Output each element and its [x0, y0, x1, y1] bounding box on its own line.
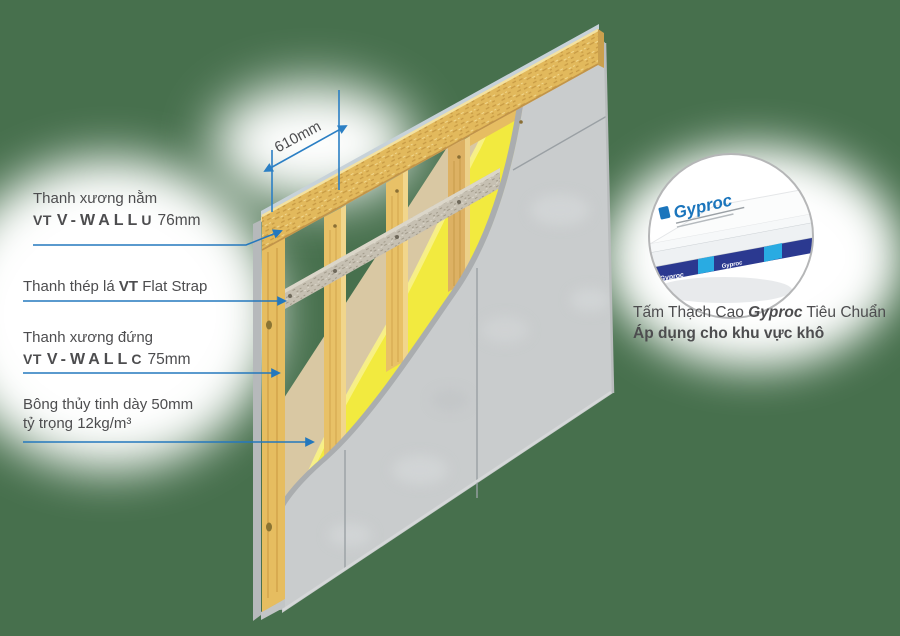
end-stud: [262, 202, 285, 612]
callout-stud: Thanh xương đứng VT V-WALL C 75mm: [23, 328, 191, 369]
board-edge-1: [650, 214, 812, 253]
leader-top-track: [33, 229, 283, 246]
callout-stud-line1: Thanh xương đứng: [23, 329, 153, 346]
band-cyan-patch-2: [764, 243, 782, 262]
product-vwall: V-WALL: [56, 212, 142, 229]
detail-caption-line2: Áp dụng cho khu vực khô: [633, 325, 825, 342]
brand-vt-stud: VT: [23, 351, 42, 367]
size-76mm: 76mm: [157, 212, 201, 229]
caption-suffix: Tiêu Chuẩn: [806, 304, 887, 321]
variant-u: U: [141, 212, 152, 228]
callout-flat-strap: Thanh thép lá VT Flat Strap: [23, 278, 207, 295]
gyproc-logo: Gyproc: [658, 190, 745, 228]
caption-prefix: Tấm Thạch Cao: [633, 304, 744, 321]
callout-flat-strap-prefix: Thanh thép lá: [23, 278, 115, 295]
gyproc-crest-icon: [658, 206, 671, 220]
back-board-edge: [253, 220, 261, 621]
caption-brand: Gyproc: [748, 304, 803, 321]
board-edge-2: [650, 223, 812, 268]
callout-insulation-line2: tỷ trọng 12kg/m³: [23, 415, 132, 432]
product-vwall-c: V-WALL: [46, 351, 132, 368]
callout-top-track-line2: VT V-WALL U 76mm: [33, 212, 201, 230]
detail-caption-line1: Tấm Thạch Cao Gyproc Tiêu Chuẩn: [633, 302, 886, 323]
callout-top-track-line1: Thanh xương nằm: [33, 190, 158, 207]
stud-3: [386, 170, 408, 372]
gypsum-board-stack: Gyproc Gyproc Gyproc: [649, 175, 813, 303]
callout-flat-strap-suffix: Flat Strap: [142, 278, 208, 295]
dimension-label: 610mm: [272, 118, 324, 156]
wall-assembly: [253, 24, 615, 621]
flat-strap: [285, 168, 500, 309]
callout-stud-line2: VT V-WALL C 75mm: [23, 351, 191, 369]
panel-bottom-sliver: [261, 599, 285, 620]
band-cyan-patch-1: [698, 256, 714, 274]
panel-cut-edge: [276, 77, 527, 610]
band-brand-mid: Gyproc: [721, 260, 743, 270]
brand-vt: VT: [33, 212, 52, 228]
band-brand-left: Gyproc: [659, 272, 684, 283]
variant-c: C: [131, 351, 142, 367]
callout-insulation-line1: Bông thủy tinh dày 50mm: [23, 396, 194, 413]
size-75mm: 75mm: [147, 351, 191, 368]
detail-caption: Tấm Thạch Cao Gyproc Tiêu Chuẩn Áp dụng …: [633, 302, 886, 344]
label-halo: [0, 158, 275, 470]
header-track: [261, 28, 604, 251]
brand-vt-strap: VT: [118, 278, 139, 295]
stud-4: [448, 136, 470, 292]
detail-circle: Gyproc Gyproc Gyproc: [648, 153, 814, 319]
panel-seam-horizontal: [512, 115, 608, 171]
callout-insulation: Bông thủy tinh dày 50mm tỷ trọng 12kg/m³: [23, 395, 193, 433]
leader-lines: [23, 229, 315, 447]
callout-top-track: Thanh xương nằm VT V-WALL U 76mm: [33, 189, 201, 230]
stud-2: [324, 205, 346, 462]
dimension-line: [263, 125, 348, 172]
detail-circle-border: [648, 153, 814, 319]
